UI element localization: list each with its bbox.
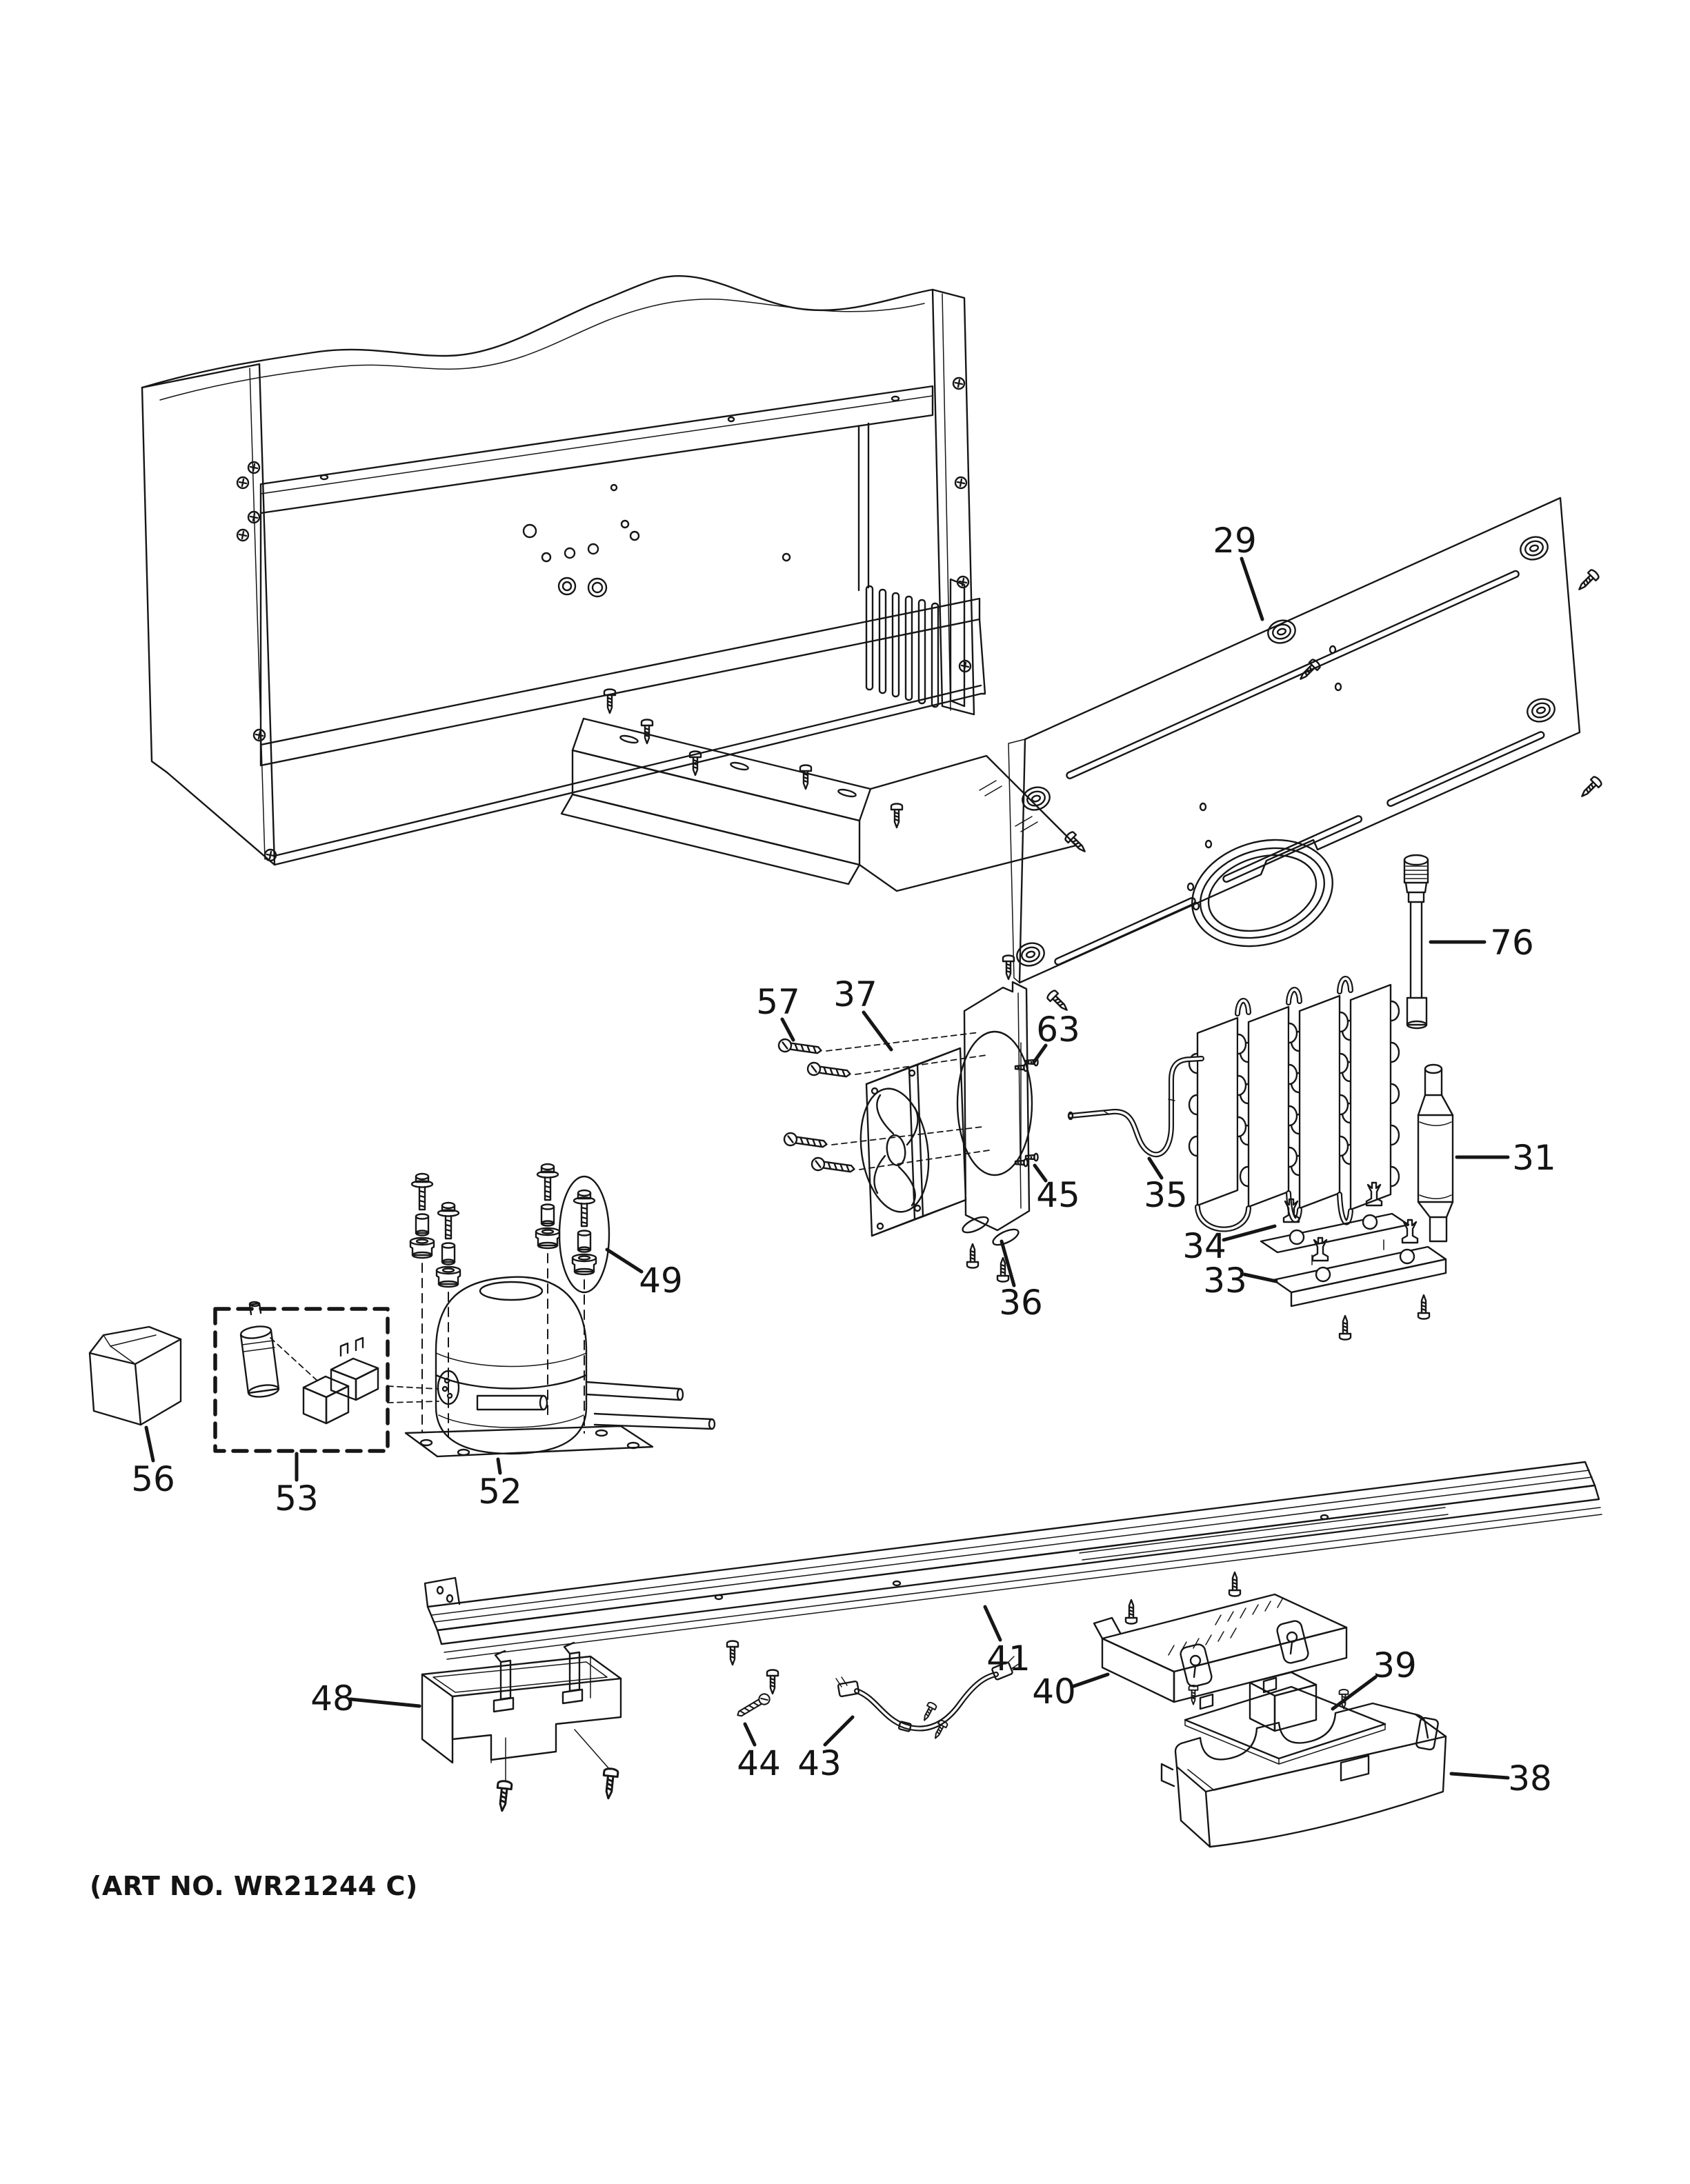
callout-38: 38 <box>1508 1759 1552 1799</box>
callout-52: 52 <box>478 1472 522 1512</box>
callout-49: 49 <box>639 1261 683 1301</box>
compressor-mount-hardware <box>409 1163 610 1438</box>
rear-access-panel <box>1008 497 1581 984</box>
callout-labels: 29 76 31 57 37 63 45 36 35 34 33 49 56 5… <box>131 521 1556 1799</box>
process-tube <box>1403 854 1429 1030</box>
leader-45 <box>1033 1163 1048 1183</box>
fan-shroud <box>956 954 1033 1283</box>
drain-pan <box>421 1641 622 1813</box>
art-number: (ART NO. WR21244 C) <box>90 1871 418 1901</box>
callout-33: 33 <box>1203 1261 1247 1301</box>
inverter-cover <box>1093 1571 1348 1710</box>
leader-56 <box>144 1425 155 1463</box>
wire-harness <box>835 1656 1020 1741</box>
leader-52 <box>496 1457 502 1475</box>
panel-grommets <box>1016 536 1555 967</box>
starter-kit <box>213 1301 439 1453</box>
callout-34: 34 <box>1182 1226 1226 1266</box>
leader-43 <box>823 1715 855 1747</box>
terminal-cover <box>88 1325 182 1426</box>
leader-35 <box>1147 1156 1164 1180</box>
callout-56: 56 <box>131 1459 175 1499</box>
condenser-coil <box>1188 976 1400 1232</box>
leader-37 <box>862 1010 893 1052</box>
mounting-rail <box>424 1461 1602 1695</box>
callout-41: 41 <box>986 1639 1031 1679</box>
callout-48: 48 <box>310 1679 355 1719</box>
screw-44 <box>734 1691 773 1721</box>
filter-drier <box>1417 1063 1454 1243</box>
leader-33 <box>1242 1272 1278 1283</box>
control-board <box>1184 1671 1386 1765</box>
leader-40 <box>1070 1672 1110 1689</box>
leader-41 <box>983 1605 1002 1642</box>
callout-35: 35 <box>1144 1175 1188 1215</box>
leader-48 <box>348 1697 421 1708</box>
callout-44: 44 <box>737 1743 781 1783</box>
cabinet-rear-view <box>141 274 986 866</box>
callout-39: 39 <box>1373 1645 1417 1685</box>
callout-36: 36 <box>999 1283 1043 1323</box>
cabinet-mounting-bracket <box>560 688 1077 892</box>
callout-63: 63 <box>1036 1010 1080 1050</box>
callout-31: 31 <box>1512 1138 1556 1178</box>
inverter-box <box>1160 1702 1447 1848</box>
leader-36 <box>1000 1239 1016 1288</box>
leader-29 <box>1240 557 1264 621</box>
callout-57: 57 <box>756 982 800 1022</box>
leader-57 <box>780 1017 795 1042</box>
condenser-fan <box>859 1047 967 1237</box>
callout-45: 45 <box>1036 1175 1080 1215</box>
compressor <box>404 1276 716 1458</box>
leader-lines <box>144 557 1510 1780</box>
callout-37: 37 <box>833 974 877 1014</box>
callout-76: 76 <box>1490 923 1534 963</box>
leader-63 <box>1032 1043 1048 1064</box>
leader-44 <box>743 1722 757 1747</box>
condenser-inlet-tube <box>1067 1056 1204 1158</box>
condenser-bracket <box>1272 1219 1447 1341</box>
callout-43: 43 <box>797 1743 842 1783</box>
callout-53: 53 <box>275 1479 319 1519</box>
leader-34 <box>1222 1224 1277 1242</box>
callout-29: 29 <box>1213 521 1257 561</box>
leader-39 <box>1331 1675 1378 1711</box>
hardware-callout-ellipse <box>558 1175 610 1294</box>
callout-40: 40 <box>1032 1672 1076 1712</box>
leader-49 <box>605 1248 644 1274</box>
leader-38 <box>1449 1772 1510 1780</box>
